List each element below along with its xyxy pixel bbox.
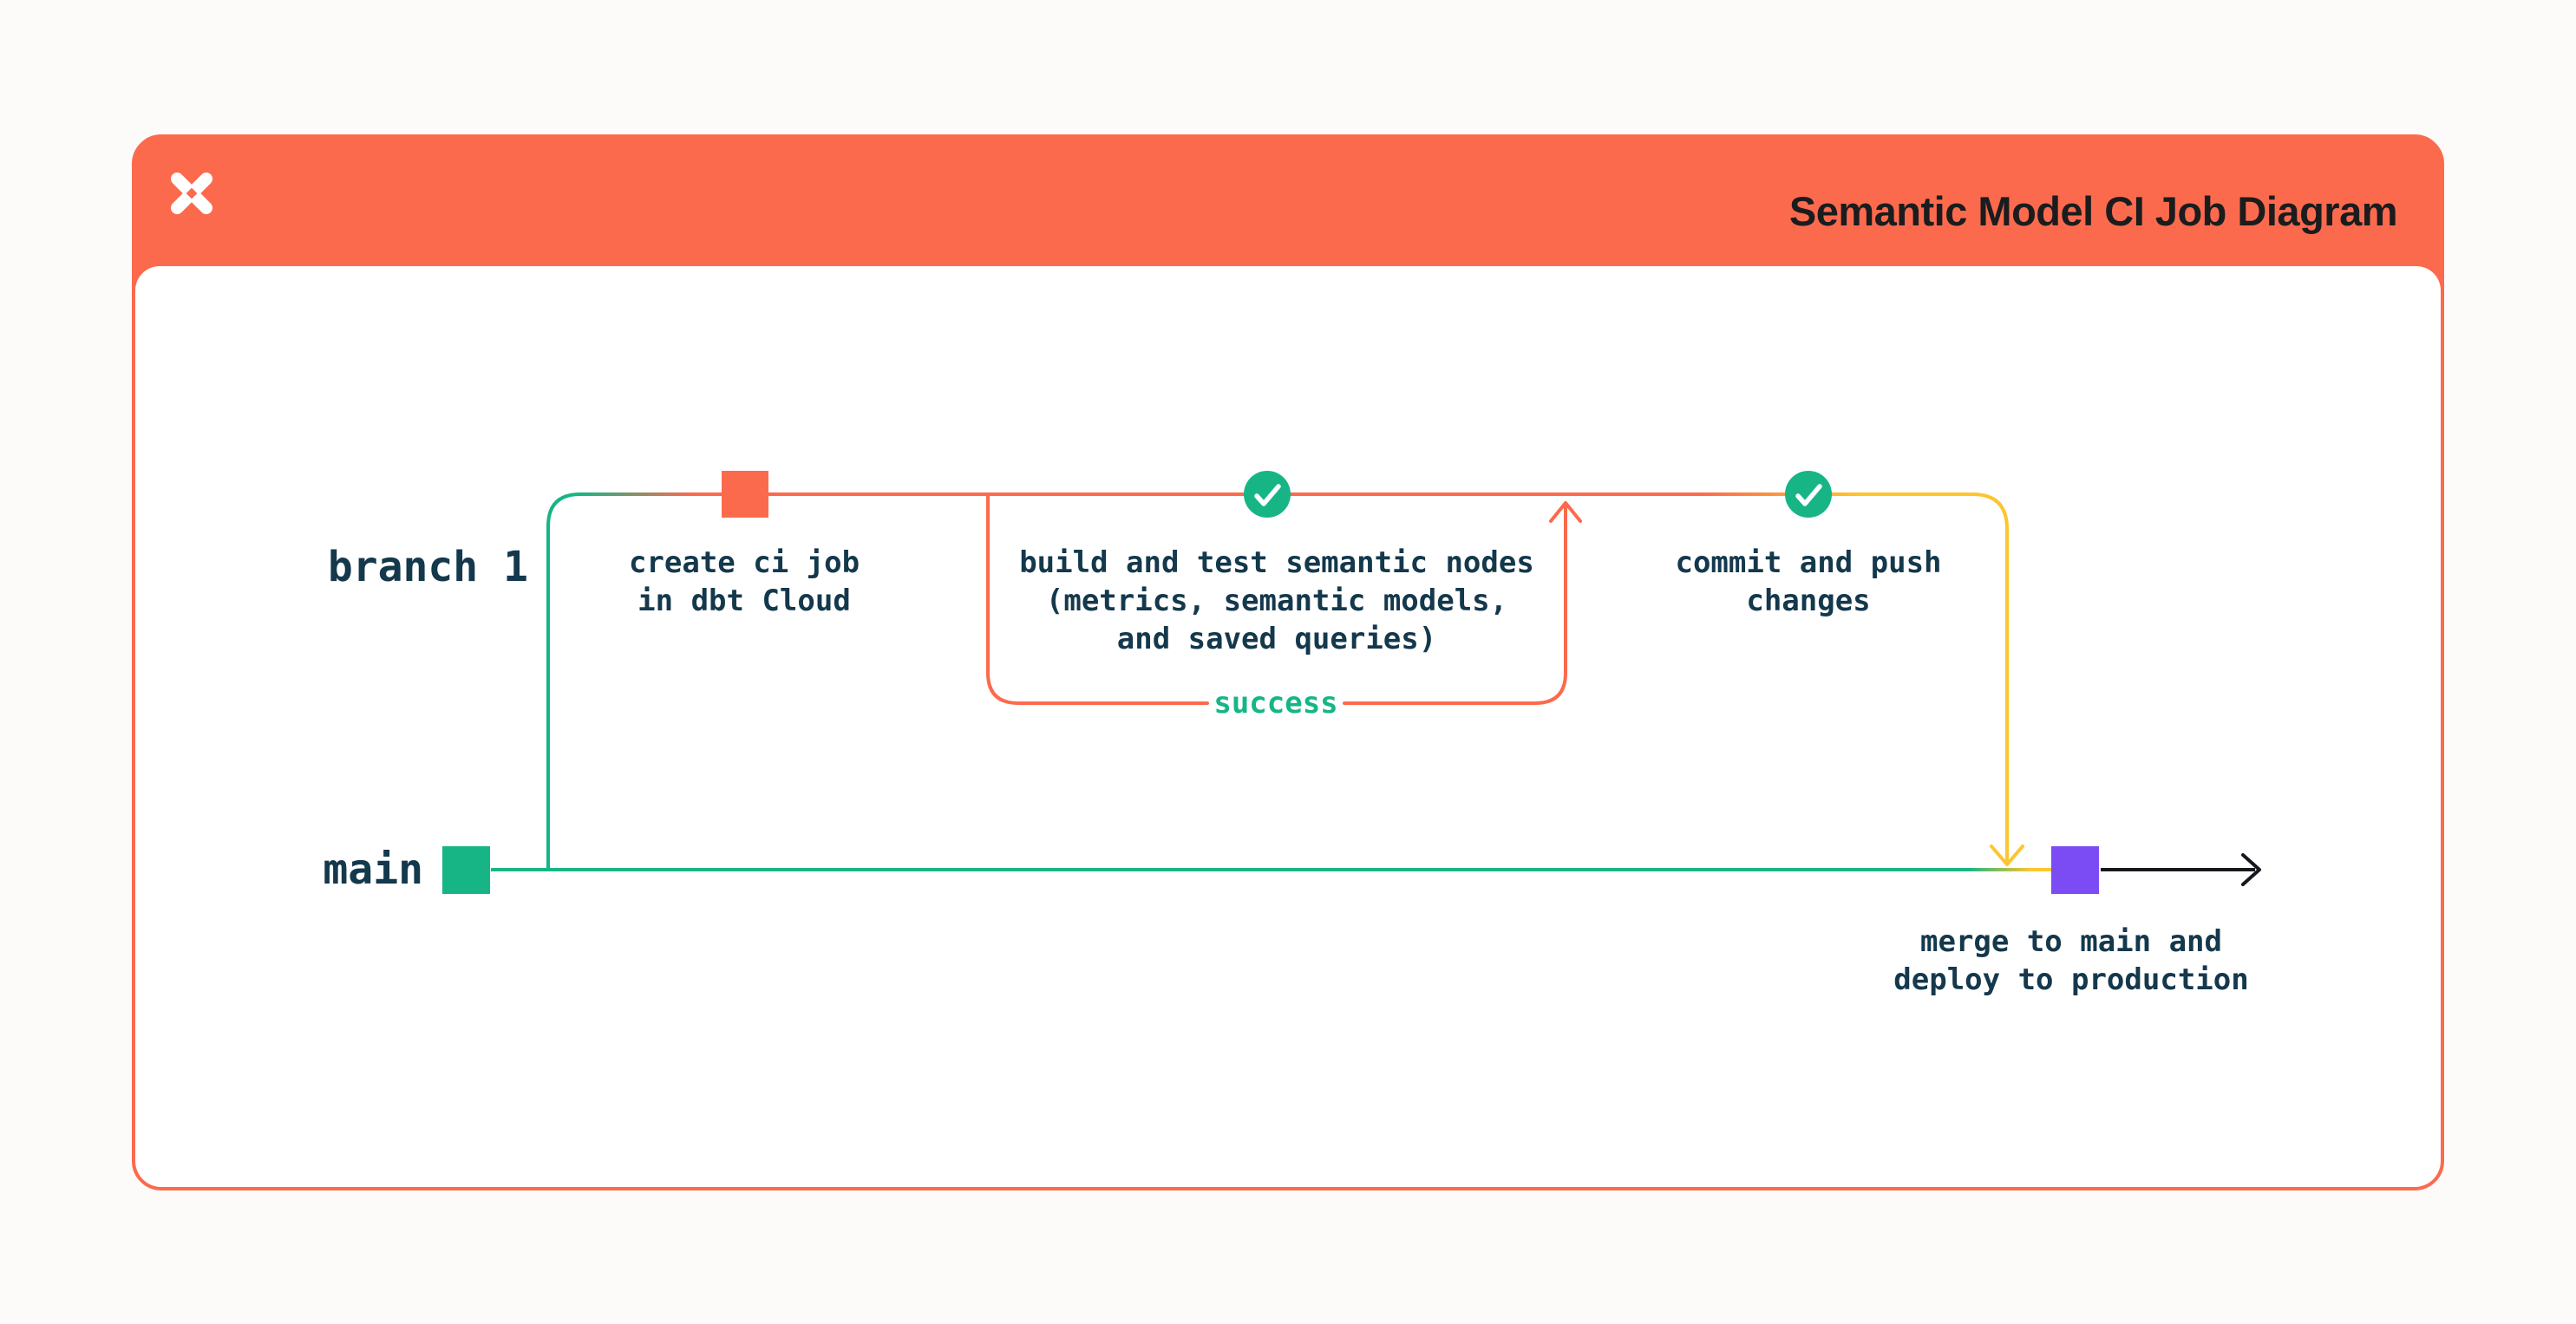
- caption-line: create ci job: [628, 545, 860, 580]
- dbt-logo-icon: [171, 173, 212, 214]
- create-ci-job-commit-node: [722, 471, 768, 518]
- commit-push-check-icon: [1785, 471, 1832, 518]
- caption-create-ci-job: create ci job in dbt Cloud: [467, 544, 1022, 620]
- success-loop-right: [1343, 503, 1567, 705]
- caption-commit-and-push: commit and push changes: [1531, 544, 2086, 620]
- deploy-arrowhead-icon: [2241, 853, 2261, 886]
- page-title: Semantic Model CI Job Diagram: [1788, 188, 2398, 234]
- caption-line: build and test semantic nodes: [1019, 545, 1534, 580]
- main-branch-label: main: [323, 845, 423, 894]
- caption-line: (metrics, semantic models,: [1045, 584, 1508, 618]
- main-start-commit-node: [442, 846, 490, 894]
- caption-line: changes: [1746, 584, 1871, 618]
- caption-line: merge to main and: [1920, 924, 2222, 959]
- diagram-card: Semantic Model CI Job Diagram: [132, 134, 2444, 1190]
- merge-commit-node: [2051, 846, 2099, 894]
- success-loop-left: [986, 494, 1209, 705]
- success-arrowhead-icon: [1549, 501, 1582, 523]
- caption-line: commit and push: [1675, 545, 1942, 580]
- success-label: success: [1213, 686, 1338, 721]
- caption-line: deploy to production: [1893, 962, 2249, 997]
- card-body: [135, 266, 2441, 1187]
- build-test-check-icon: [1244, 471, 1291, 518]
- merge-arrowhead-icon: [1990, 845, 2024, 866]
- caption-build-and-test: build and test semantic nodes (metrics, …: [999, 544, 1554, 658]
- caption-merge-deploy: merge to main and deploy to production: [1794, 923, 2349, 999]
- caption-line: in dbt Cloud: [637, 584, 851, 618]
- caption-line: and saved queries): [1116, 622, 1437, 656]
- branch-1-label: branch 1: [327, 543, 528, 591]
